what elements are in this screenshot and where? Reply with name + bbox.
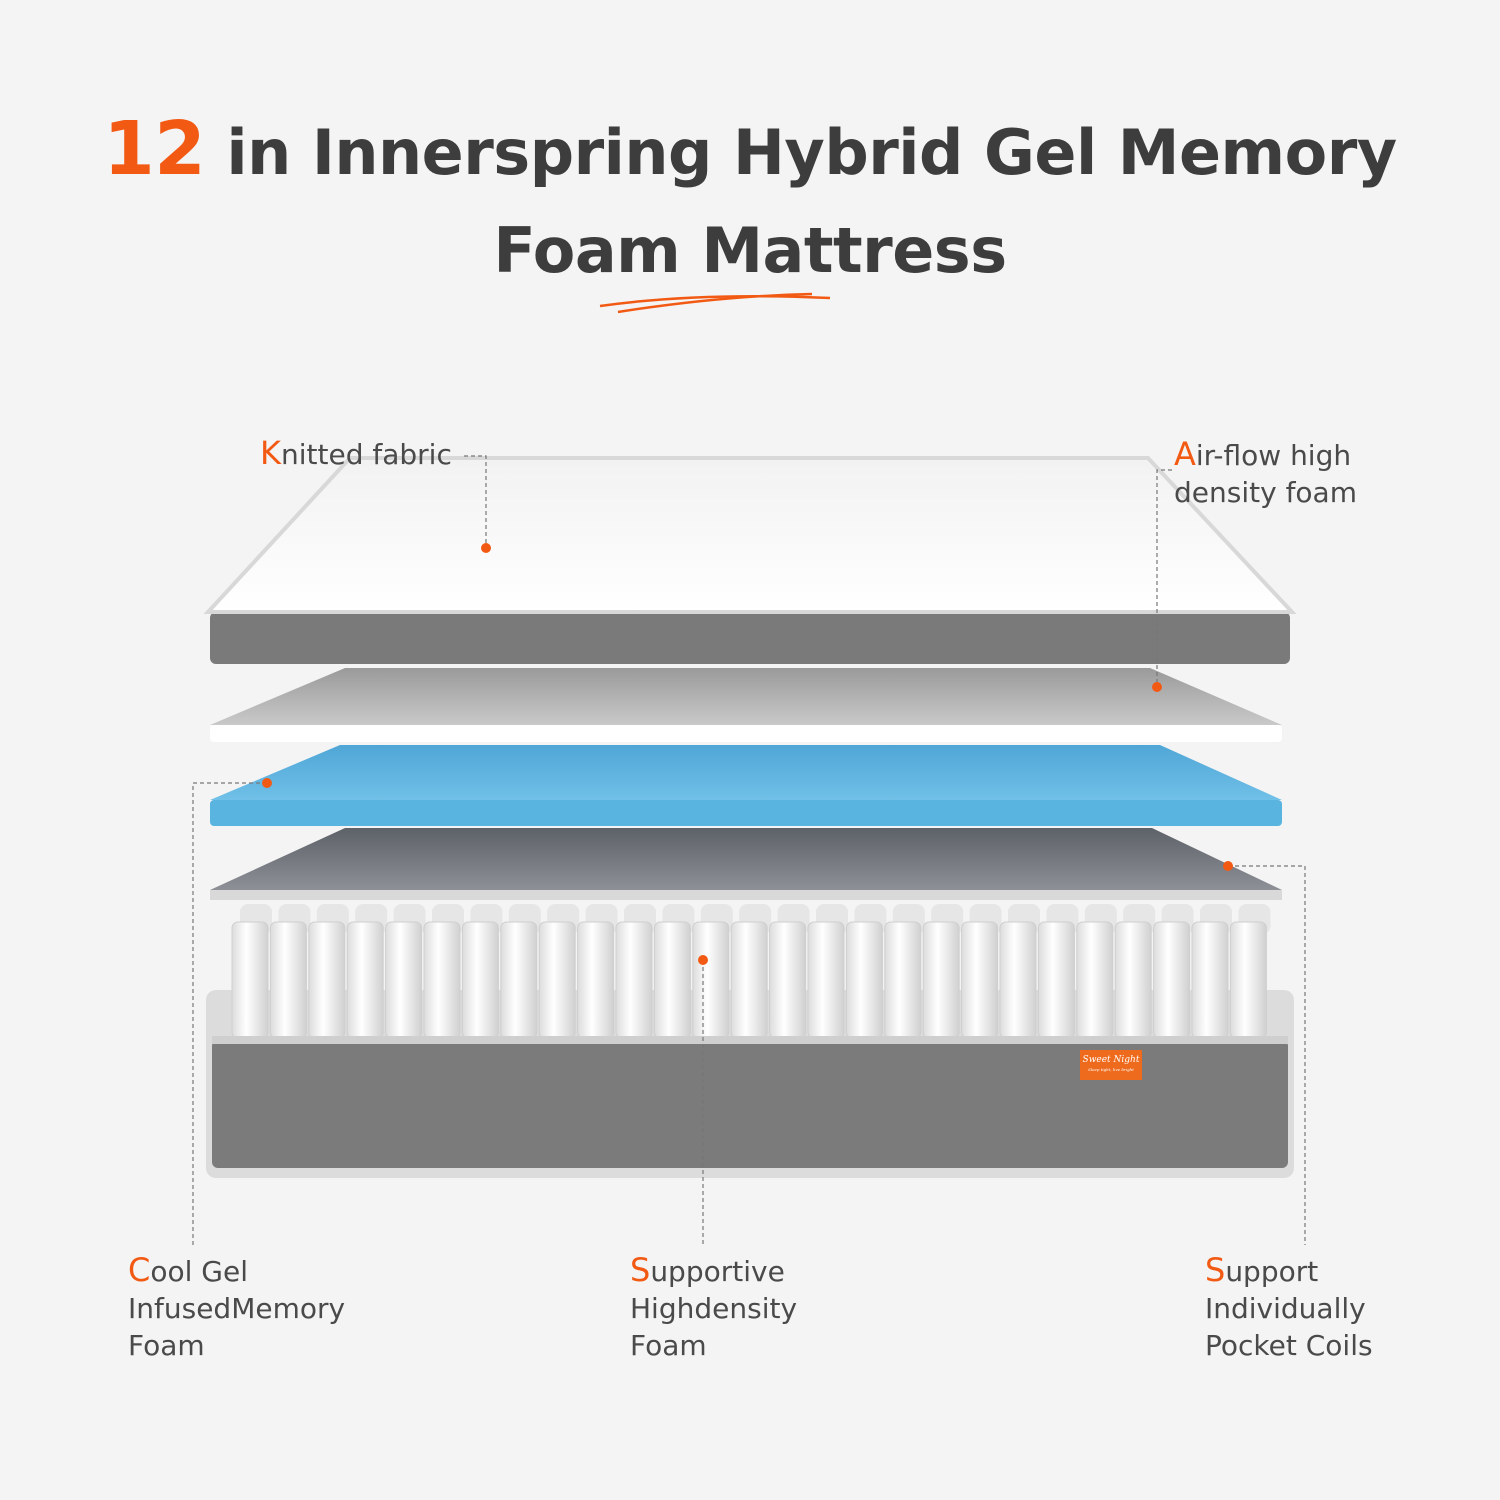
coil [730,921,768,1039]
coil [385,921,423,1039]
coil [1191,921,1229,1039]
coil [461,921,499,1039]
label-text-line3: Pocket Coils [1205,1329,1373,1362]
label-text-line2: density foam [1174,476,1357,509]
coil [269,921,307,1039]
label-initial: A [1174,435,1196,473]
label-knitted-fabric: Knitted fabric [260,435,452,473]
coil [1076,921,1114,1039]
coil [807,921,845,1039]
base-edge [212,1036,1288,1044]
label-text-line3: Foam [630,1329,707,1362]
label-initial: S [630,1251,651,1289]
title-line1: in Innerspring Hybrid Gel Memory [226,116,1397,189]
coil [346,921,384,1039]
label-text-line3: Foam [128,1329,205,1362]
label-text: upportive [650,1255,785,1288]
label-initial: S [1205,1251,1226,1289]
title-underline [599,292,831,314]
coil [1153,921,1191,1039]
coil [653,921,691,1039]
label-text-line2: Highdensity [630,1292,798,1325]
label-text: ool Gel [150,1255,248,1288]
title-number: 12 [103,106,206,192]
knitted-fabric-top [203,456,1297,664]
page-title: 12 in Innerspring Hybrid Gel Memory Foam… [0,100,1500,300]
logo-tagline: Sleep tight, live bright [1088,1067,1134,1072]
coil [1037,921,1075,1039]
label-text: upport [1225,1255,1319,1288]
coil [961,921,999,1039]
label-text-line2: Individually [1205,1292,1366,1325]
coil [922,921,960,1039]
coil [231,921,269,1039]
coil [577,921,615,1039]
coil [692,921,730,1039]
coil [308,921,346,1039]
logo-brand: Sweet Night [1082,1055,1140,1065]
label-text-line2: InfusedMemory [128,1292,346,1325]
callout-lines [192,455,1306,1245]
coil [500,921,538,1039]
coil [769,921,807,1039]
pocket-coils [231,904,1271,1039]
gel-memory-foam-layer [210,745,1282,826]
label-initial: K [260,434,281,472]
high-density-foam-layer [210,828,1282,900]
coil [884,921,922,1039]
label-text: ir-flow high [1195,439,1352,472]
airflow-foam-layer [210,668,1282,742]
coil [615,921,653,1039]
coil [845,921,883,1039]
brand-logo-tag: Sweet Night Sleep tight, live bright [1080,1050,1142,1080]
label-airflow-foam: Air-flow high density foam [1174,436,1357,511]
label-text: nitted fabric [280,438,452,471]
coil [538,921,576,1039]
label-initial: C [128,1251,151,1289]
coil [1114,921,1152,1039]
coil [1229,921,1267,1039]
title-line2: Foam Mattress [493,214,1007,287]
coil [423,921,461,1039]
callout-dots [262,543,1233,965]
coil [999,921,1037,1039]
